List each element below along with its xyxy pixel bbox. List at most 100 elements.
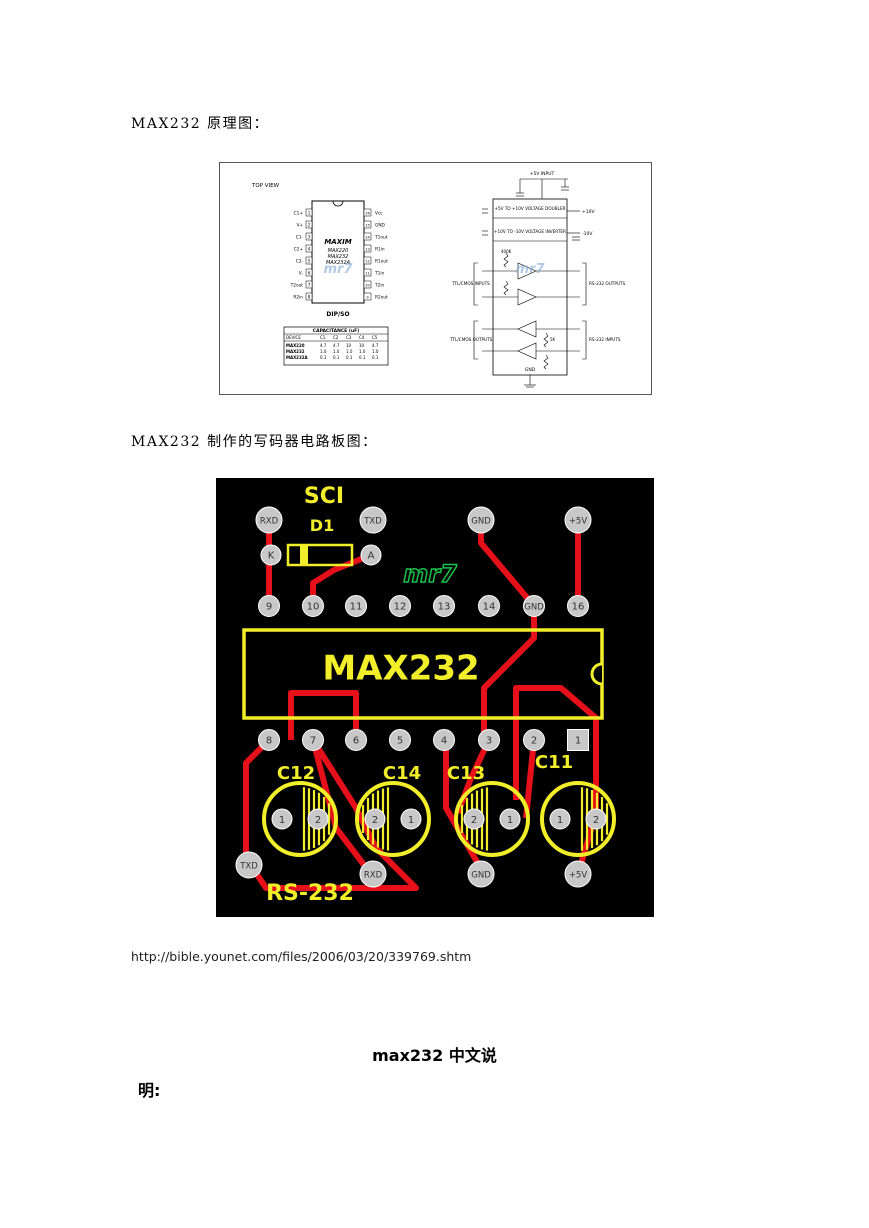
right-pin-box	[363, 256, 372, 265]
left-pin-number: 2	[308, 223, 311, 228]
table-cell: 1.0	[372, 349, 379, 354]
lower-pin-pad: 8	[258, 729, 280, 751]
diode-pad-a: A	[360, 544, 382, 566]
top-pad: GND	[467, 506, 495, 534]
table-header-cell: C4	[359, 335, 365, 340]
source-link[interactable]: http://bible.younet.com/files/2006/03/20…	[131, 949, 472, 964]
rs232-outputs-label: RS-232 OUTPUTS	[589, 281, 625, 286]
d1-label: D1	[310, 516, 334, 535]
capacitor-pad	[307, 808, 329, 830]
upper-pin-pad: 11	[345, 595, 367, 617]
table-cell: MAX220	[286, 343, 305, 348]
lower-pin-pad-label: 5	[397, 736, 403, 747]
right-pin-number: 14	[365, 236, 370, 240]
input-label: +5V INPUT	[530, 171, 555, 177]
capacitor-c14: C14 2 1	[355, 763, 431, 857]
upper-pin-pad-label: 12	[394, 602, 407, 613]
lower-pin-pad-label: 6	[353, 736, 359, 747]
doubler-label: +5V TO +10V VOLTAGE DOUBLER	[494, 206, 565, 211]
table-cell: 1.0	[346, 349, 353, 354]
rs232-label: RS-232	[266, 881, 354, 906]
right-pin-box	[363, 292, 372, 301]
upper-pin-pad-label: 13	[438, 602, 451, 613]
table-header-cell: C5	[372, 335, 378, 340]
table-cell: 4.7	[333, 343, 340, 348]
table-cell: 4.7	[372, 343, 379, 348]
max232-schematic-figure: TOP VIEW MAXIM MAX220 MAX232 MAX232A mr7…	[219, 162, 652, 395]
upper-pin-pad-label: 14	[483, 602, 496, 613]
left-pin-box	[305, 208, 313, 217]
rs232-inputs-label: RS-232 INPUTS	[589, 337, 621, 342]
capacitor-pad-label: 2	[372, 815, 378, 826]
inverter-label: +10V TO -10V VOLTAGE INVERTER	[494, 229, 566, 234]
section-title-continued: 明:	[138, 1081, 161, 1100]
left-pin-box	[305, 256, 313, 265]
schematic-svg: TOP VIEW MAXIM MAX220 MAX232 MAX232A mr7…	[251, 171, 625, 388]
lower-pin-pad: 5	[389, 729, 411, 751]
table-cell: 0.1	[346, 355, 353, 360]
right-pin-box	[363, 220, 372, 229]
table-header-cell: C2	[333, 335, 339, 340]
right-pin-label: T1out	[374, 235, 388, 241]
lower-pin-pad: 3	[478, 729, 500, 751]
left-pin-number: 3	[308, 235, 311, 240]
capacitor-pad-label: 1	[408, 815, 414, 826]
left-pin-number: 5	[308, 259, 311, 264]
part-number-2: MAX232	[328, 254, 349, 260]
diode-pad-a-label: A	[368, 551, 375, 562]
capacitor-pad-label: 2	[315, 815, 321, 826]
lower-pin-pad-label: 7	[310, 736, 316, 747]
capacitor-pad	[549, 808, 571, 830]
right-pin-box	[363, 208, 372, 217]
capacitor-pad	[400, 808, 422, 830]
bottom-pad: RXD	[359, 860, 387, 888]
table-cell: 0.1	[359, 355, 366, 360]
plus10-label: +10V	[582, 209, 595, 215]
upper-pin-pad: 14	[478, 595, 500, 617]
capacitor-pad	[271, 808, 293, 830]
schematic-watermark: mr7	[323, 262, 353, 277]
capacitor-pad	[463, 808, 485, 830]
lower-pin-pad: 1	[567, 729, 589, 751]
capacitor-pad	[364, 808, 386, 830]
table-header-cell: DEVICE	[286, 335, 301, 340]
right-pin-label: GND	[375, 223, 386, 229]
lower-pin-pad: 4	[433, 729, 455, 751]
maxim-logo: MAXIM	[324, 238, 351, 246]
minus10-label: -10V	[582, 231, 593, 237]
table-cell: 10	[346, 343, 352, 348]
upper-pin-pad: 12	[389, 595, 411, 617]
top-pad: RXD	[255, 506, 283, 534]
table-cell: 1.0	[359, 349, 366, 354]
capacitor-label: C14	[383, 763, 421, 784]
upper-pin-pad: GND	[523, 595, 545, 617]
capacitance-table	[283, 326, 389, 366]
right-pin-box	[363, 280, 372, 289]
capacitor-pad-label: 2	[471, 815, 477, 826]
pcb-logo: mr7	[403, 560, 457, 588]
part-number-3: MAX232A	[326, 260, 351, 266]
table-cell: 0.1	[320, 355, 327, 360]
left-pin-box	[305, 292, 313, 301]
bottom-pad: +5V	[564, 860, 592, 888]
bottom-pad-label: TXD	[239, 862, 258, 872]
bottom-pad: TXD	[235, 851, 263, 879]
top-pad-label: GND	[471, 517, 491, 527]
right-pin-box	[363, 244, 372, 253]
right-pin-number: 15	[365, 224, 370, 228]
lower-pin-pad-label: 4	[441, 736, 447, 747]
table-cell: 1.0	[333, 349, 340, 354]
lower-pin-pad-label: 1	[575, 736, 581, 747]
part-number-1: MAX220	[328, 248, 349, 254]
circuit-watermark: mr7	[515, 262, 545, 277]
right-pin-number: 9	[366, 296, 369, 300]
left-pin-number: 4	[308, 247, 311, 252]
left-pin-number: 1	[308, 211, 311, 216]
top-pad-label: TXD	[363, 517, 382, 527]
capacitor-pad-label: 2	[593, 815, 599, 826]
